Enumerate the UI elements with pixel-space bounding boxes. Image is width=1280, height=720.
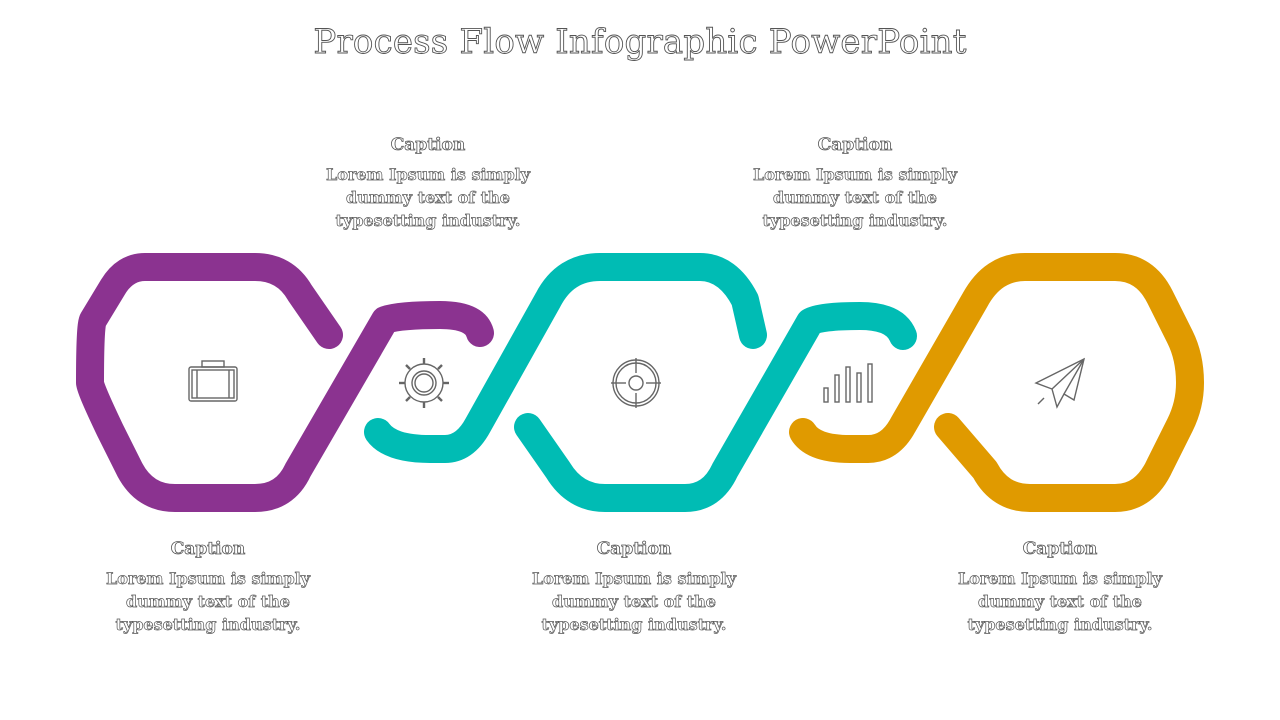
target-icon — [611, 358, 661, 408]
paper-plane-icon — [1034, 357, 1086, 409]
caption-block-3: Caption Lorem Ipsum is simply dummy text… — [514, 538, 754, 636]
caption-body: Lorem Ipsum is simply dummy text of the … — [531, 569, 737, 635]
caption-title: Caption — [817, 135, 893, 156]
gear-icon — [399, 358, 449, 408]
hexagon-1 — [76, 253, 494, 512]
caption-body: Lorem Ipsum is simply dummy text of the … — [957, 569, 1163, 635]
bar-chart-icon — [823, 363, 873, 403]
connector-1 — [364, 253, 767, 463]
caption-block-5: Caption Lorem Ipsum is simply dummy text… — [940, 538, 1180, 636]
caption-title: Caption — [596, 539, 672, 560]
caption-body: Lorem Ipsum is simply dummy text of the … — [105, 569, 311, 635]
caption-title: Caption — [170, 539, 246, 560]
caption-title: Caption — [390, 135, 466, 156]
caption-block-2: Caption Lorem Ipsum is simply dummy text… — [308, 134, 548, 232]
caption-body: Lorem Ipsum is simply dummy text of the … — [325, 165, 531, 231]
caption-block-4: Caption Lorem Ipsum is simply dummy text… — [735, 134, 975, 232]
hexagon-2 — [514, 302, 917, 512]
caption-body: Lorem Ipsum is simply dummy text of the … — [752, 165, 958, 231]
caption-block-1: Caption Lorem Ipsum is simply dummy text… — [88, 538, 328, 636]
caption-title: Caption — [1022, 539, 1098, 560]
page-title: Process Flow Infographic PowerPoint — [313, 22, 967, 63]
briefcase-icon — [188, 360, 238, 402]
connector-2 — [789, 253, 1204, 512]
